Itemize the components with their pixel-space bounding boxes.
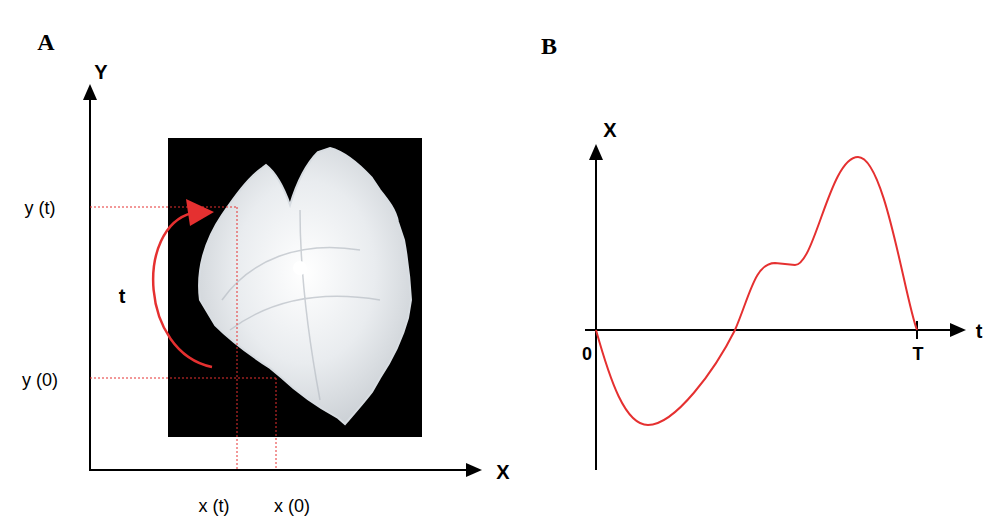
coordinate-guides [90,207,276,470]
coordinate-label: x (0) [274,497,310,515]
t-axis [585,329,952,331]
axis-arrowhead [466,463,482,477]
guide-line [90,378,276,379]
y-axis [595,158,597,470]
otolith-texture [222,210,380,400]
guide-line [90,207,237,208]
guide-line [276,378,277,470]
axis-label: Y [94,62,107,82]
axis-label: t [976,321,983,341]
otolith-shape [199,148,411,424]
panel-letter: B [541,34,557,58]
otolith-nucleus [293,261,307,275]
x-coordinate-curve [596,157,917,425]
photo-background [168,138,422,437]
axis-arrowhead [83,84,97,100]
angle-label: t [119,286,126,306]
coordinate-label: x (t) [199,497,230,515]
coordinate-label: y (0) [22,371,58,389]
guide-line [237,207,238,470]
x-axis [89,469,468,471]
y-axis [89,98,91,470]
axis-arrowhead [950,323,966,337]
axis-label: X [496,462,509,482]
tick-label: T [913,345,924,363]
coordinate-label: y (t) [25,199,56,217]
tick-label: 0 [582,345,592,363]
axis-label: X [603,120,616,140]
axis-arrowhead [589,144,603,160]
panel-letter: A [37,30,54,54]
arc-arrowhead [186,199,214,226]
direction-arc [153,213,212,367]
